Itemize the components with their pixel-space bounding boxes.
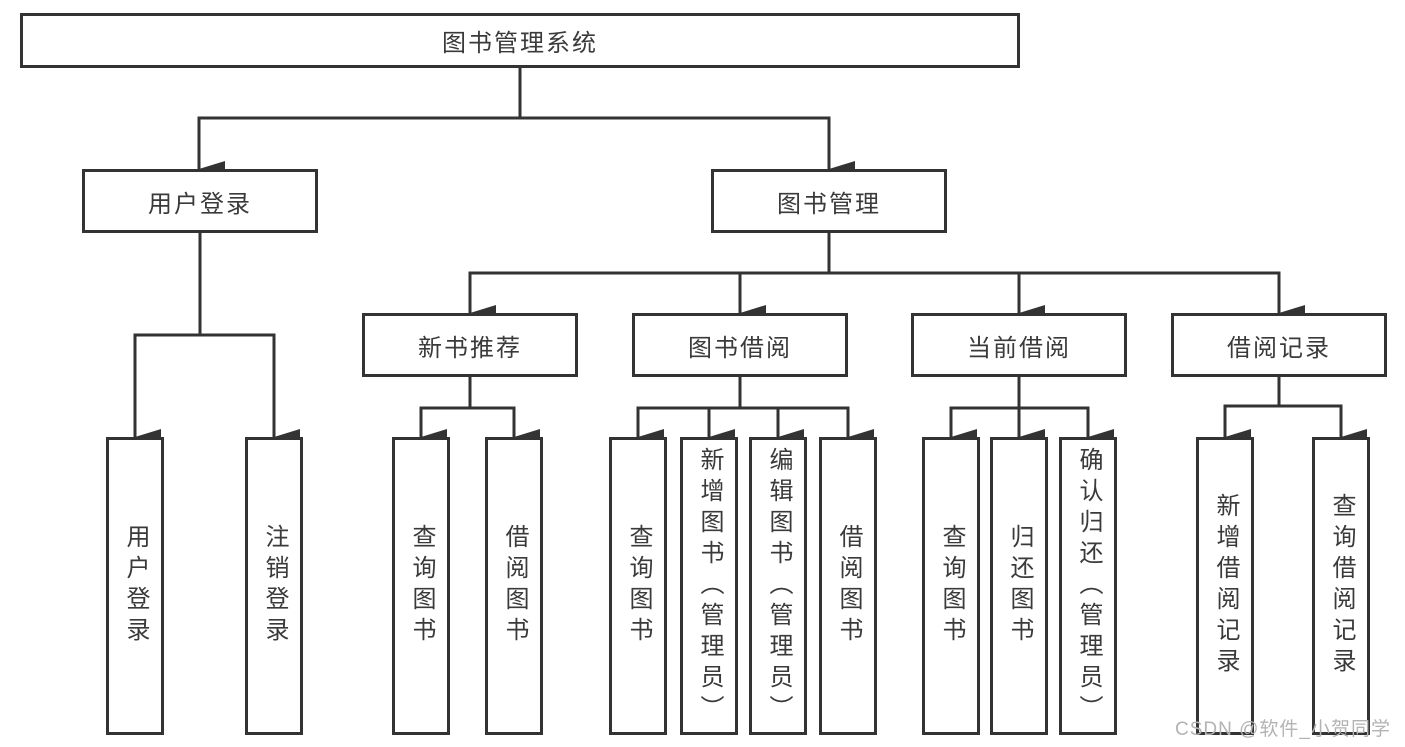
node-label: 用户登录 [148,190,252,218]
leaf-user-login: 用户登录 [106,437,164,735]
leaf-label: 新增借阅记录 [1212,493,1239,679]
leaf-query-record: 查询借阅记录 [1312,437,1370,735]
leaf-label: 查询借阅记录 [1328,493,1355,679]
node-system-root: 图书管理系统 [20,13,1020,68]
node-user-login: 用户登录 [82,169,318,233]
leaf-newbooks-query: 查询图书 [392,437,450,735]
node-label: 图书管理系统 [442,30,598,57]
leaf-borrow-add-book: 新增图书（管理员） [680,437,738,735]
leaf-label: 确认归还（管理员） [1075,446,1102,726]
node-book-borrowing: 图书借阅 [632,313,848,377]
leaf-logout: 注销登录 [245,437,303,735]
leaf-current-query: 查询图书 [922,437,980,735]
leaf-label: 归还图书 [1006,524,1033,648]
node-current-borrowing: 当前借阅 [911,313,1127,377]
node-label: 借阅记录 [1227,334,1331,362]
node-label: 图书借阅 [688,334,792,362]
csdn-watermark: CSDN @软件_小贺同学 [1175,719,1391,740]
leaf-confirm-return: 确认归还（管理员） [1059,437,1117,735]
leaf-borrow-edit-book: 编辑图书（管理员） [749,437,807,735]
leaf-borrow-query: 查询图书 [609,437,667,735]
node-borrow-records: 借阅记录 [1171,313,1387,377]
leaf-label: 注销登录 [261,524,288,648]
node-label: 新书推荐 [418,334,522,362]
leaf-return-book: 归还图书 [990,437,1048,735]
leaf-label: 借阅图书 [835,524,862,648]
leaf-label: 用户登录 [122,524,149,648]
leaf-add-record: 新增借阅记录 [1196,437,1254,735]
leaf-borrow-book: 借阅图书 [819,437,877,735]
leaf-label: 新增图书（管理员） [696,446,723,726]
leaf-label: 查询图书 [408,524,435,648]
leaf-label: 查询图书 [625,524,652,648]
node-new-book-recommend: 新书推荐 [362,313,578,377]
node-book-management: 图书管理 [711,169,947,233]
leaf-label: 查询图书 [938,524,965,648]
node-label: 当前借阅 [967,334,1071,362]
node-label: 图书管理 [777,190,881,218]
leaf-label: 借阅图书 [501,524,528,648]
leaf-label: 编辑图书（管理员） [765,446,792,726]
leaf-newbooks-borrow: 借阅图书 [485,437,543,735]
